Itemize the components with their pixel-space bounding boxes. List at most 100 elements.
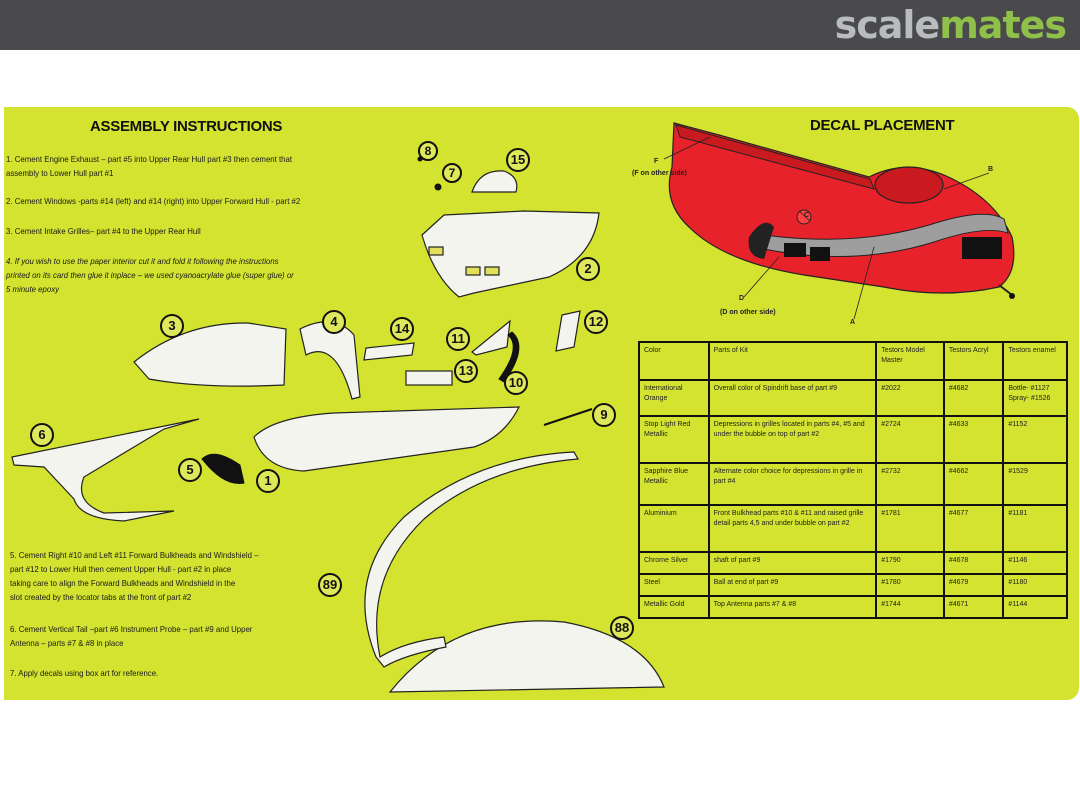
part-12-shape <box>555 310 581 352</box>
ship-grille <box>810 247 830 261</box>
cell-model-master: #1790 <box>875 551 945 575</box>
ship-probe <box>998 284 1013 296</box>
step-1-line-2: assembly to Lower Hull part #1 <box>6 168 114 178</box>
part-13-shape <box>405 370 453 386</box>
part-7-shape <box>434 183 442 191</box>
step-4-line-3: 5 minute epoxy <box>6 284 60 294</box>
ship-grille <box>962 237 1002 259</box>
part-number-7: 7 <box>442 163 462 183</box>
decal-callout-d: D <box>739 295 745 302</box>
cell-acryl: #4679 <box>942 573 1005 597</box>
part-9-shape <box>543 408 593 426</box>
cell-color: Sapphire Blue Metallic <box>638 462 710 506</box>
part-number-1: 1 <box>256 469 280 493</box>
cell-enamel: Bottle- #1127 Spray- #1526 <box>1002 379 1068 417</box>
part-number-9: 9 <box>592 403 616 427</box>
ship-stripe-shape <box>763 213 1009 258</box>
parts-illustration <box>11 122 1015 693</box>
step-5-line-2: part #12 to Lower Hull then cement Upper… <box>10 564 232 574</box>
cell-enamel: #1152 <box>1002 415 1068 464</box>
cell-enamel: #1144 <box>1002 595 1068 619</box>
step-6-line-1: 6. Cement Vertical Tail –part #6 Instrum… <box>10 624 253 634</box>
part-2-shape <box>421 210 600 298</box>
table-row: Steel Ball at end of part #9 #1780 #4679… <box>638 573 1068 597</box>
part-14-shape <box>363 342 415 361</box>
part-number-14: 14 <box>390 317 414 341</box>
ship-light <box>796 209 812 225</box>
part-2-window <box>484 266 500 276</box>
decal-callout-a: A <box>850 319 856 326</box>
step-5-line-1: 5. Cement Right #10 and Left #11 Forward… <box>10 550 259 560</box>
decal-callout-c: C <box>804 212 810 219</box>
part-3-shape <box>133 322 287 387</box>
part-number-6: 6 <box>30 423 54 447</box>
cell-parts: shaft of part #9 <box>707 551 878 575</box>
cell-acryl: #4682 <box>942 379 1005 417</box>
site-header-bar: scalemates <box>0 0 1080 50</box>
part-10-shape <box>498 331 520 383</box>
cell-parts: Front Bulkhead parts #10 & #11 and raise… <box>707 504 878 553</box>
cell-parts: Overall color of Spindrift base of part … <box>707 379 878 417</box>
decal-callout-f: F <box>654 158 659 165</box>
paint-color-table: Color Parts of Kit Testors Model Master … <box>638 341 1068 619</box>
part-88-shape <box>388 620 665 693</box>
callout-line-f <box>663 136 711 160</box>
cell-model-master: #1781 <box>875 504 945 553</box>
cell-enamel: #1180 <box>1002 573 1068 597</box>
table-row: International Orange Overall color of Sp… <box>638 379 1068 417</box>
cell-model-master: #2022 <box>875 379 945 417</box>
ship-bubble-shape <box>874 166 944 204</box>
cell-color: International Orange <box>638 379 710 417</box>
part-number-15: 15 <box>506 148 530 172</box>
header-testors-acryl: Testors Acryl <box>942 341 1005 381</box>
table-row: Metallic Gold Top Antenna parts #7 & #8 … <box>638 595 1068 619</box>
cell-color: Stop Light Red Metallic <box>638 415 710 464</box>
part-5-shape <box>201 453 245 484</box>
step-5-line-3: taking care to align the Forward Bulkhea… <box>10 578 236 588</box>
step-3: 3. Cement Intake Grilles– part #4 to the… <box>6 226 201 236</box>
part-number-10: 10 <box>504 371 528 395</box>
table-row: Aluminium Front Bulkhead parts #10 & #11… <box>638 504 1068 553</box>
part-15-shape <box>471 170 518 193</box>
part-6-shape <box>11 418 200 522</box>
callout-line-c <box>798 210 811 222</box>
part-number-11: 11 <box>446 327 470 351</box>
cell-parts: Alternate color choice for depressions i… <box>707 462 878 506</box>
part-2-window <box>428 246 444 256</box>
step-5-line-4: slot created by the locator tabs at the … <box>10 592 192 602</box>
step-4-line-1: 4. If you wish to use the paper interior… <box>6 256 279 266</box>
cell-acryl: #4633 <box>942 415 1005 464</box>
cell-enamel: #1146 <box>1002 551 1068 575</box>
cell-enamel: #1181 <box>1002 504 1068 553</box>
cell-color: Steel <box>638 573 710 597</box>
step-7: 7. Apply decals using box art for refere… <box>10 668 159 678</box>
table-row: Stop Light Red Metallic Depressions in g… <box>638 415 1068 464</box>
part-number-3: 3 <box>160 314 184 338</box>
decal-title: DECAL PLACEMENT <box>810 117 955 134</box>
part-number-13: 13 <box>454 359 478 383</box>
assembly-title: ASSEMBLY INSTRUCTIONS <box>90 118 283 135</box>
cell-color: Aluminium <box>638 504 710 553</box>
step-4-line-2: printed on its card then glue it inplace… <box>6 270 294 280</box>
part-number-5: 5 <box>178 458 202 482</box>
ship-probe-ball <box>1009 293 1015 299</box>
cell-acryl: #4678 <box>942 551 1005 575</box>
part-number-89: 89 <box>318 573 342 597</box>
cell-color: Chrome Silver <box>638 551 710 575</box>
header-color: Color <box>638 341 710 381</box>
ship-grille <box>784 243 806 257</box>
scalemates-logo[interactable]: scalemates <box>834 3 1067 47</box>
cell-parts: Ball at end of part #9 <box>707 573 878 597</box>
callout-line-b <box>943 172 990 190</box>
header-parts-of-kit: Parts of Kit <box>707 341 878 381</box>
part-number-8: 8 <box>418 141 438 161</box>
part-number-12: 12 <box>584 310 608 334</box>
decal-ship-illustration <box>663 122 1015 320</box>
cell-model-master: #2724 <box>875 415 945 464</box>
logo-text-scale: scale <box>834 3 941 47</box>
step-2: 2. Cement Windows -parts #14 (left) and … <box>6 196 301 206</box>
callout-line-a <box>853 246 875 320</box>
cell-acryl: #4671 <box>942 595 1005 619</box>
header-testors-enamel: Testors enamel <box>1002 341 1068 381</box>
instruction-sheet: ASSEMBLY INSTRUCTIONS DECAL PLACEMENT 1.… <box>4 107 1079 700</box>
